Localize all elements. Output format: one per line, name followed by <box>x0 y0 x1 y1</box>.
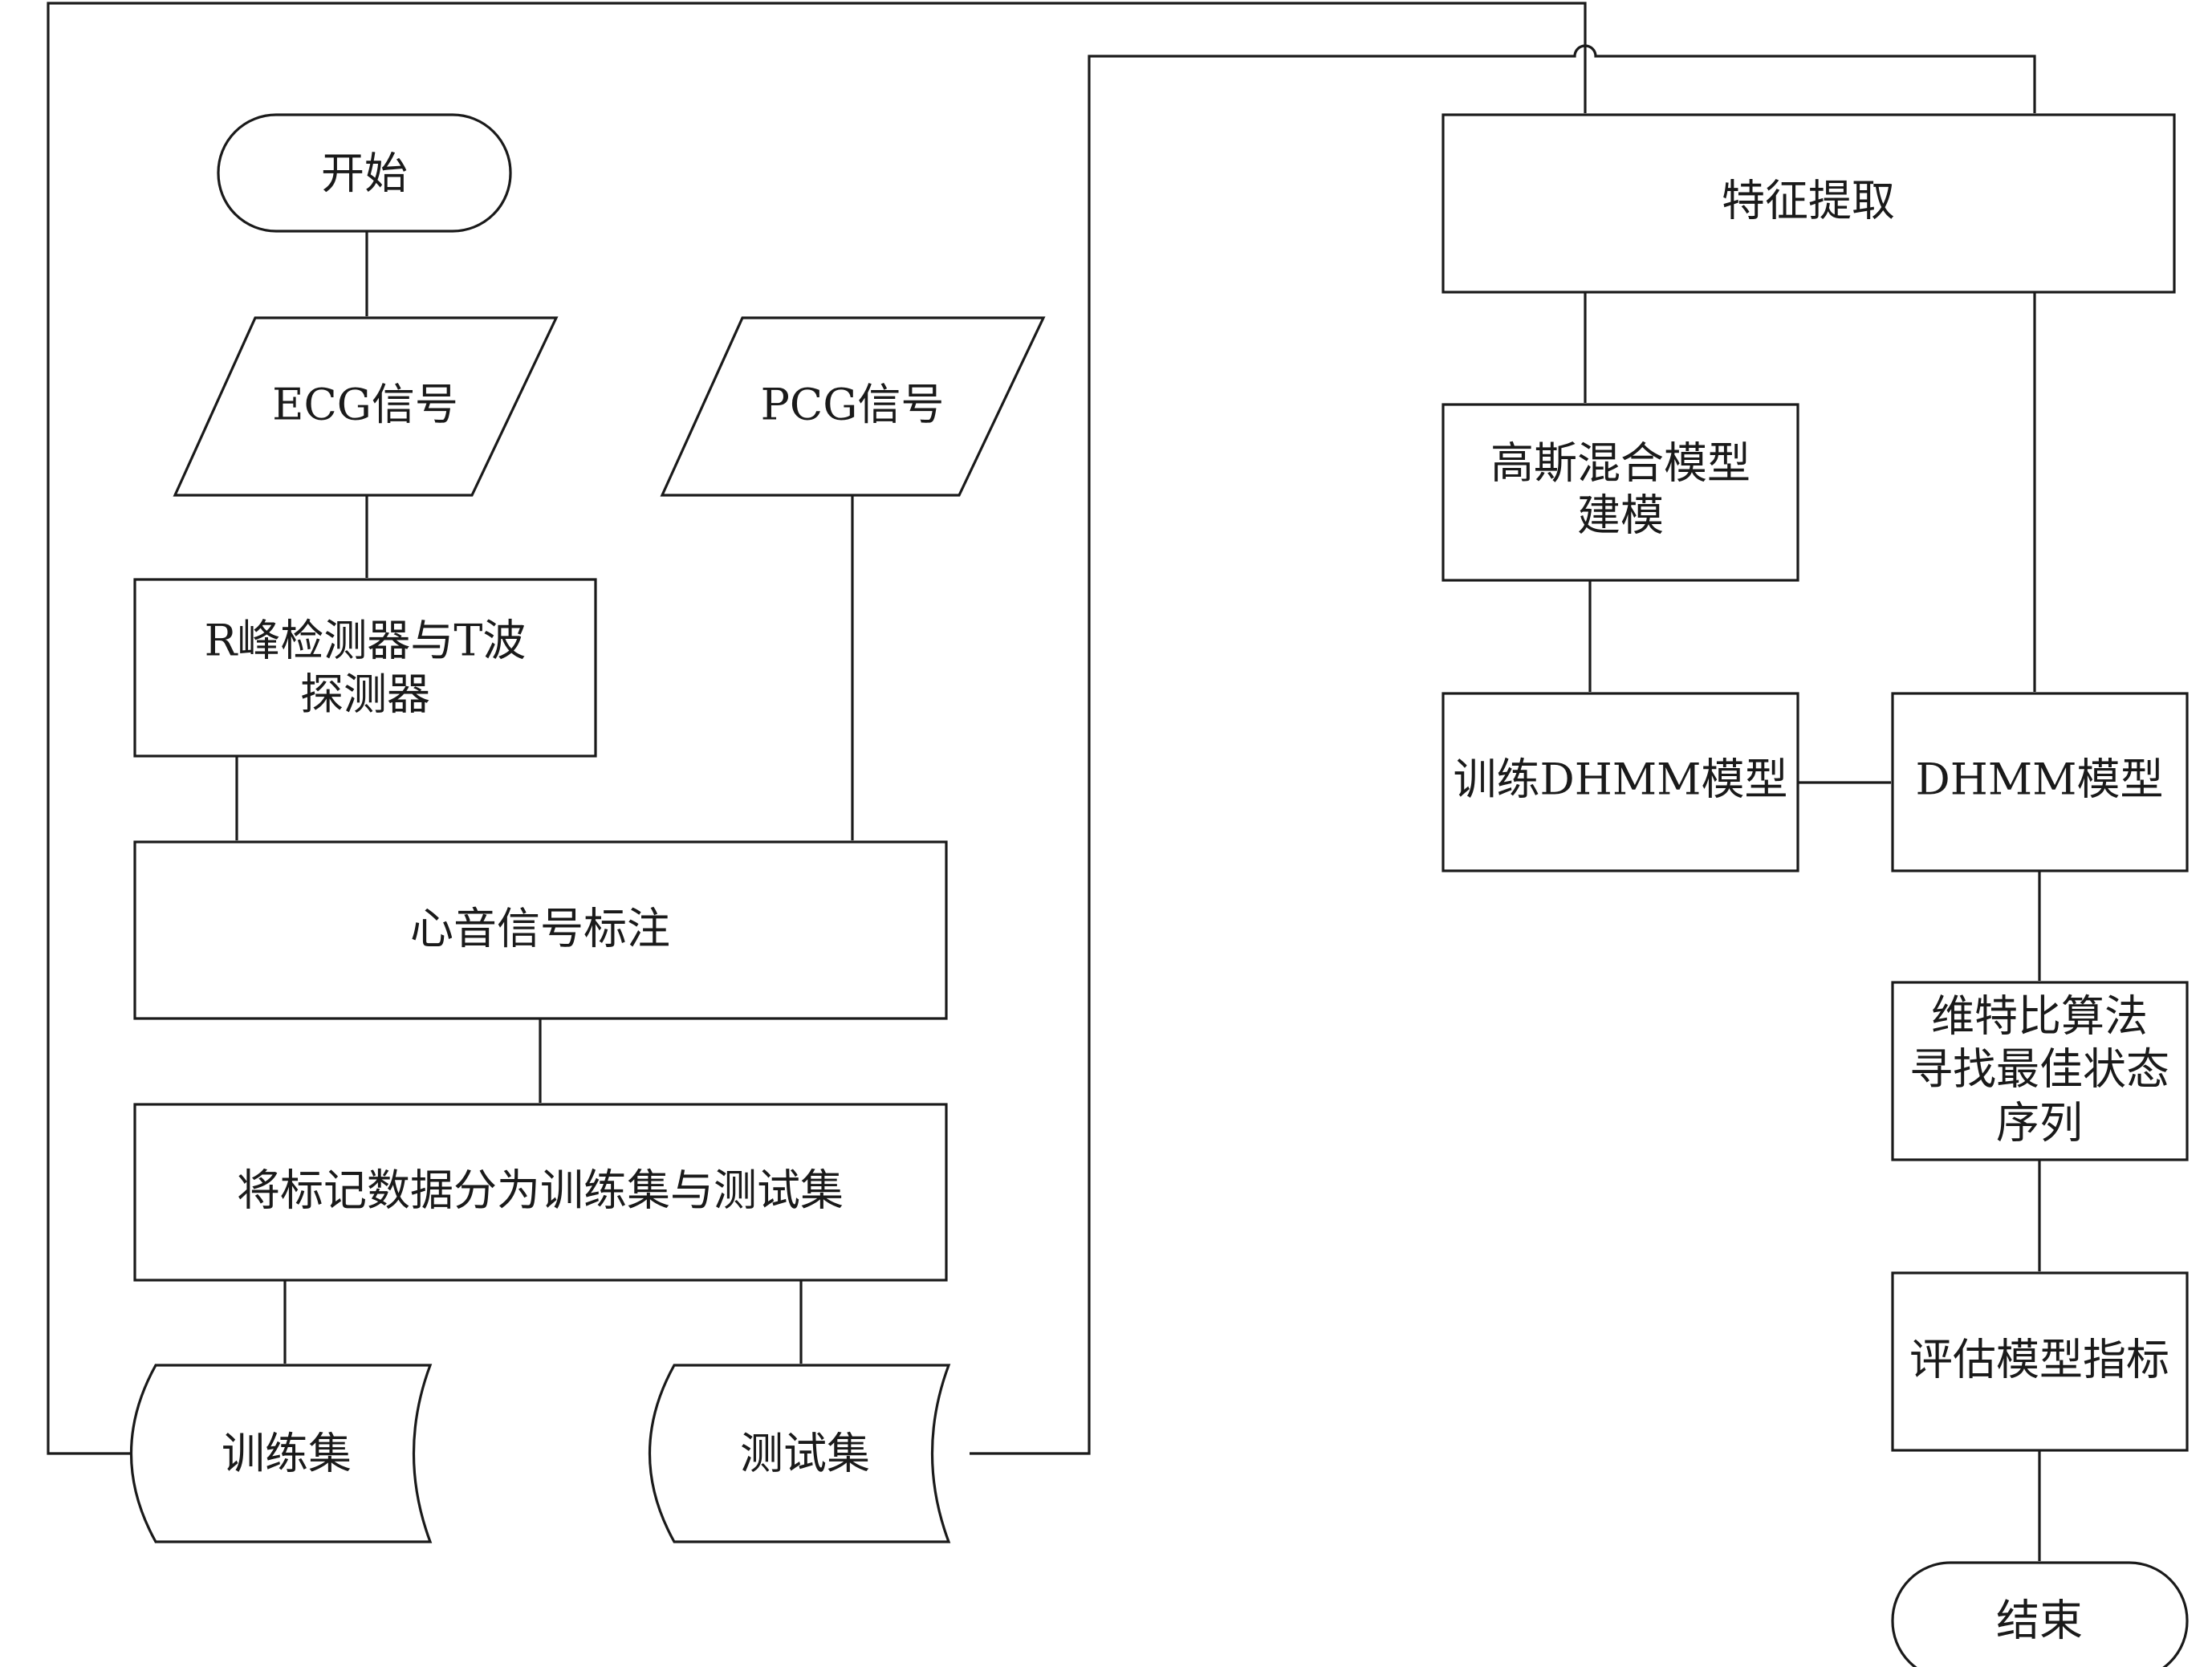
dhmm-node: DHMM模型 <box>1891 692 2189 872</box>
viterbi-label-line3: 序列 <box>1996 1098 2083 1149</box>
arrow-train-set-to-feature <box>47 2 1587 1455</box>
end-node: 结束 <box>1891 1561 2189 1667</box>
feature-label: 特征提取 <box>1722 176 1895 226</box>
evaluate-label: 评估模型指标 <box>1909 1335 2169 1385</box>
start-label: 开始 <box>321 148 408 199</box>
split-label: 将标记数据分为训练集与测试集 <box>237 1165 844 1216</box>
feature-node: 特征提取 <box>1441 113 2176 294</box>
train-dhmm-label: 训练DHMM模型 <box>1454 754 1788 805</box>
end-label: 结束 <box>1996 1596 2083 1646</box>
train-set-node: 训练集 <box>129 1364 433 1543</box>
pcg-signal-node: PCG信号 <box>660 316 1046 497</box>
arrow-test-set-to-feature <box>970 44 2036 1455</box>
detector-node: R峰检测器与T波 探测器 <box>133 578 597 758</box>
pcg-signal-label: PCG信号 <box>761 380 945 430</box>
dhmm-label: DHMM模型 <box>1916 754 2164 805</box>
ecg-signal-node: ECG信号 <box>173 316 559 497</box>
gmm-label-line2: 建模 <box>1577 490 1664 541</box>
ecg-signal-label: ECG信号 <box>272 380 458 430</box>
train-set-label: 训练集 <box>222 1429 352 1479</box>
train-dhmm-node: 训练DHMM模型 <box>1441 692 1799 872</box>
start-node: 开始 <box>217 113 512 233</box>
split-node: 将标记数据分为训练集与测试集 <box>133 1103 948 1282</box>
annotate-node: 心音信号标注 <box>133 840 948 1020</box>
viterbi-label-line1: 维特比算法 <box>1931 991 2148 1042</box>
detector-label-line2: 探测器 <box>300 669 430 720</box>
viterbi-node: 维特比算法 寻找最佳状态 序列 <box>1891 981 2189 1161</box>
gmm-node: 高斯混合模型 建模 <box>1441 403 1799 582</box>
viterbi-label-line2: 寻找最佳状态 <box>1909 1044 2169 1095</box>
test-set-label: 测试集 <box>740 1429 870 1479</box>
annotate-label: 心音信号标注 <box>410 904 670 954</box>
gmm-label-line1: 高斯混合模型 <box>1490 438 1750 489</box>
detector-label-line1: R峰检测器与T波 <box>205 616 527 666</box>
evaluate-node: 评估模型指标 <box>1891 1271 2189 1452</box>
test-set-node: 测试集 <box>648 1364 951 1543</box>
